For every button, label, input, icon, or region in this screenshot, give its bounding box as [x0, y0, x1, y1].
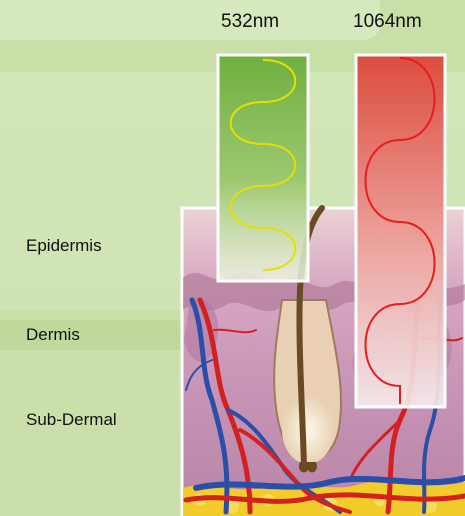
hair-bulb [282, 396, 334, 464]
beam-1064-column [356, 55, 445, 407]
beam-532nm [218, 55, 308, 281]
beam-1064nm [356, 55, 445, 407]
